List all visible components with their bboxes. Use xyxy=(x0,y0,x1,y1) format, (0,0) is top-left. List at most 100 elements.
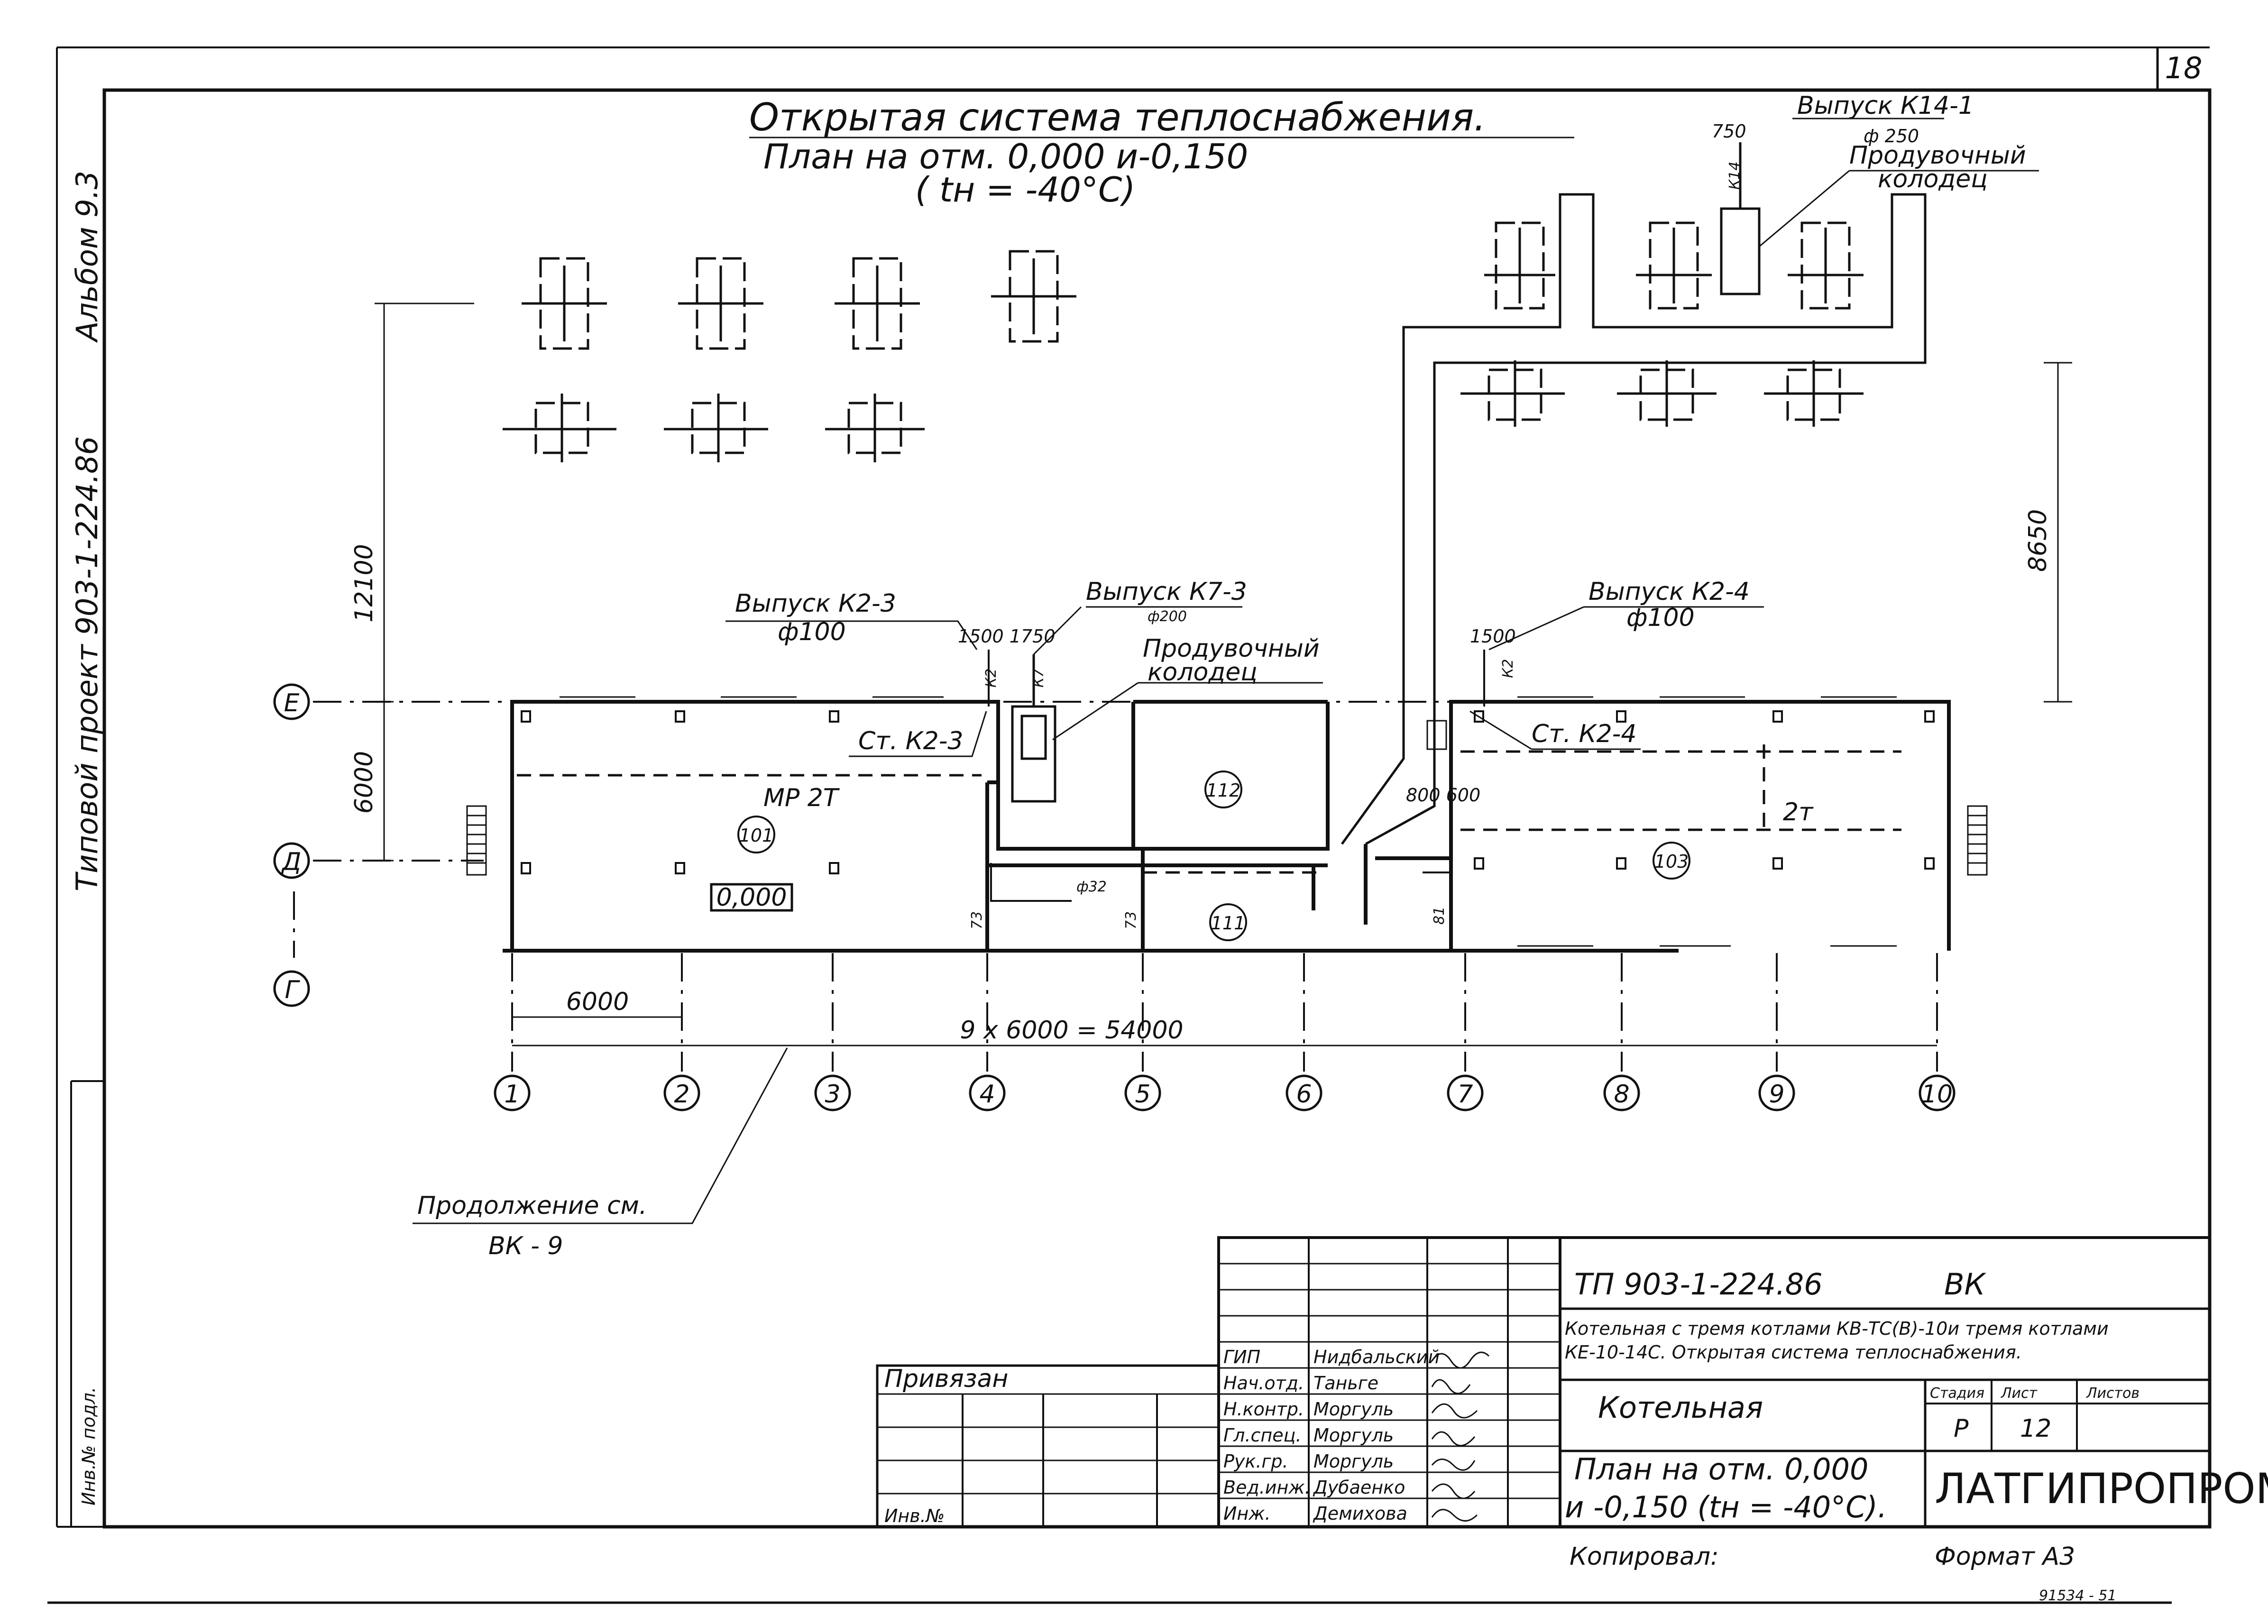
label-room-112: 112 xyxy=(1206,780,1241,801)
column-axis-labels: 1 2 3 4 5 6 7 8 9 10 xyxy=(504,1080,1953,1109)
tb-project-name-2: КЕ-10-14С. Открытая система теплоснабжен… xyxy=(1565,1342,2022,1363)
label-produv-mid-1: Продувочный xyxy=(1143,634,1320,663)
title-block xyxy=(876,1236,2211,1528)
axis-label-1: 1 xyxy=(504,1080,520,1109)
equipment-foundations xyxy=(503,221,1864,462)
blowdown-well-top xyxy=(1720,142,1761,295)
axis-label-7: 7 xyxy=(1457,1080,1473,1109)
annotation-texts: Выпуск К14-1 ф 250 Продувочный колодец 7… xyxy=(350,92,2052,1260)
label-produv-top-1: Продувочный xyxy=(1849,141,2026,170)
label-dim-73a: 73 xyxy=(969,911,985,929)
building-columns xyxy=(521,710,1935,874)
flue-outline xyxy=(1341,193,1927,845)
room-tag-112 xyxy=(1204,771,1242,808)
label-k2-tag-a: К2 xyxy=(983,669,1000,688)
tb-name-4: Моргуль xyxy=(1313,1451,1394,1472)
label-dim-800-600: 800 600 xyxy=(1406,785,1480,806)
tb-role-3: Гл.спец. xyxy=(1223,1425,1302,1446)
tb-mark: ВК xyxy=(1944,1267,1987,1302)
axis-label-6: 6 xyxy=(1296,1080,1312,1109)
column-axis-bubbles xyxy=(494,1074,1956,1111)
tb-sheet-label: Лист xyxy=(2001,1385,2038,1402)
label-dim-8650: 8650 xyxy=(2024,509,2052,572)
label-vypusk-k2-4-dia: ф100 xyxy=(1626,604,1695,632)
label-dim-6000-h: 6000 xyxy=(566,988,629,1016)
tb-name-6: Демихова xyxy=(1313,1503,1407,1524)
label-vypusk-k2-4: Выпуск К2-4 xyxy=(1589,578,1750,606)
axis-bubble-E xyxy=(273,683,310,720)
title-line-2: План на отм. 0,000 и-0,150 xyxy=(763,137,1248,176)
axis-label-10: 10 xyxy=(1921,1080,1953,1109)
tb-project-name-1: Котельная с тремя котлами КВ-ТС(В)-10и т… xyxy=(1565,1318,2109,1339)
tb-name-5: Дубаенко xyxy=(1313,1477,1405,1498)
axis-label-D: Д xyxy=(281,848,302,876)
label-phi-32: ф32 xyxy=(1076,879,1107,895)
label-k7-tag: К7 xyxy=(1030,669,1047,688)
tb-designation: ТП 903-1-224.86 xyxy=(1574,1267,1823,1302)
dimension-lines xyxy=(375,303,2072,1046)
tb-name-0: Нидбальский xyxy=(1313,1347,1440,1367)
axis-label-G: Г xyxy=(285,976,301,1004)
tb-copied: Копировал: xyxy=(1570,1542,1719,1571)
title-line-1: Открытая система теплоснабжения. xyxy=(749,95,1486,139)
label-mp2t: МР 2Т xyxy=(763,784,840,812)
label-produv-top-2: колодец xyxy=(1878,165,1988,193)
label-dim-81: 81 xyxy=(1431,907,1448,925)
label-produv-mid-2: колодец xyxy=(1148,658,1258,687)
label-vypusk-k7-3-dia: ф200 xyxy=(1148,608,1187,625)
tb-role-1: Нач.отд. xyxy=(1223,1373,1304,1394)
drawing-title: Открытая система теплоснабжения. План на… xyxy=(749,95,1574,210)
label-2t: 2т xyxy=(1783,798,1814,826)
label-vypusk-k7-3: Выпуск К7-3 xyxy=(1086,578,1247,606)
label-room-101: 101 xyxy=(739,825,774,846)
side-stamp-inv: Инв.№ подл. xyxy=(78,1387,99,1505)
axis-label-E: Е xyxy=(284,689,300,717)
title-block-texts: ТП 903-1-224.86 ВК Котельная с тремя кот… xyxy=(884,1267,2268,1604)
tb-role-6: Инж. xyxy=(1223,1503,1271,1524)
label-dim-1500-b: 1500 xyxy=(1470,626,1516,647)
axis-label-2: 2 xyxy=(674,1080,689,1109)
room-tags xyxy=(737,771,1690,941)
tb-stage-label: Стадия xyxy=(1930,1385,1984,1402)
side-stamp: Типовой проект 903-1-224.86 Альбом 9.3 И… xyxy=(70,171,104,1527)
side-stamp-album: Альбом 9.3 xyxy=(70,171,104,343)
blowdown-well-mid xyxy=(1011,654,1056,803)
tb-inv-no: Инв.№ xyxy=(884,1505,945,1526)
tb-drawing-1: План на отм. 0,000 xyxy=(1574,1452,1868,1486)
level-mark-box xyxy=(710,883,793,912)
axis-bubble-G xyxy=(273,970,310,1007)
room-tag-111 xyxy=(1209,903,1247,941)
side-stamp-series: Типовой проект 903-1-224.86 xyxy=(70,436,104,891)
pipes xyxy=(988,650,1485,902)
label-level-0000: 0,000 xyxy=(716,883,787,912)
axis-label-5: 5 xyxy=(1135,1080,1150,1109)
label-continuation-1: Продолжение см. xyxy=(417,1192,647,1220)
row-axis-bubbles xyxy=(273,683,310,1007)
label-vypusk-k14-1-dia: ф 250 xyxy=(1864,126,1919,147)
stairs xyxy=(466,720,1988,876)
label-dim-6000-v: 6000 xyxy=(350,751,378,814)
title-line-3: ( tн = -40°С) xyxy=(915,170,1135,210)
tb-organization: ЛАТГИПРОПРОМ xyxy=(1935,1464,2268,1513)
label-room-111: 111 xyxy=(1211,913,1246,934)
tb-role-2: Н.контр. xyxy=(1223,1399,1304,1420)
label-vypusk-k2-3: Выпуск К2-3 xyxy=(735,589,896,618)
tb-role-0: ГИП xyxy=(1223,1347,1260,1367)
label-continuation-2: ВК - 9 xyxy=(488,1232,563,1260)
label-st-k2-3: Ст. К2-3 xyxy=(858,727,964,755)
label-dim-1500-1750: 1500 1750 xyxy=(958,626,1056,647)
label-room-103: 103 xyxy=(1654,851,1689,872)
crane-lines xyxy=(517,744,1901,874)
window-marks xyxy=(560,696,1897,947)
axis-label-9: 9 xyxy=(1769,1080,1784,1109)
label-dim-73b: 73 xyxy=(1123,911,1139,929)
label-k2-tag-b: К2 xyxy=(1500,659,1516,678)
tb-archive-no: 91534 - 51 xyxy=(2039,1587,2117,1604)
label-vypusk-k2-3-dia: ф100 xyxy=(778,618,846,646)
tb-sheets-label: Листов xyxy=(2086,1385,2139,1402)
axis-label-8: 8 xyxy=(1614,1080,1629,1109)
tb-privyazan: Привязан xyxy=(884,1365,1008,1393)
tb-name-3: Моргуль xyxy=(1313,1425,1394,1446)
tb-name-1: Таньге xyxy=(1313,1373,1378,1394)
